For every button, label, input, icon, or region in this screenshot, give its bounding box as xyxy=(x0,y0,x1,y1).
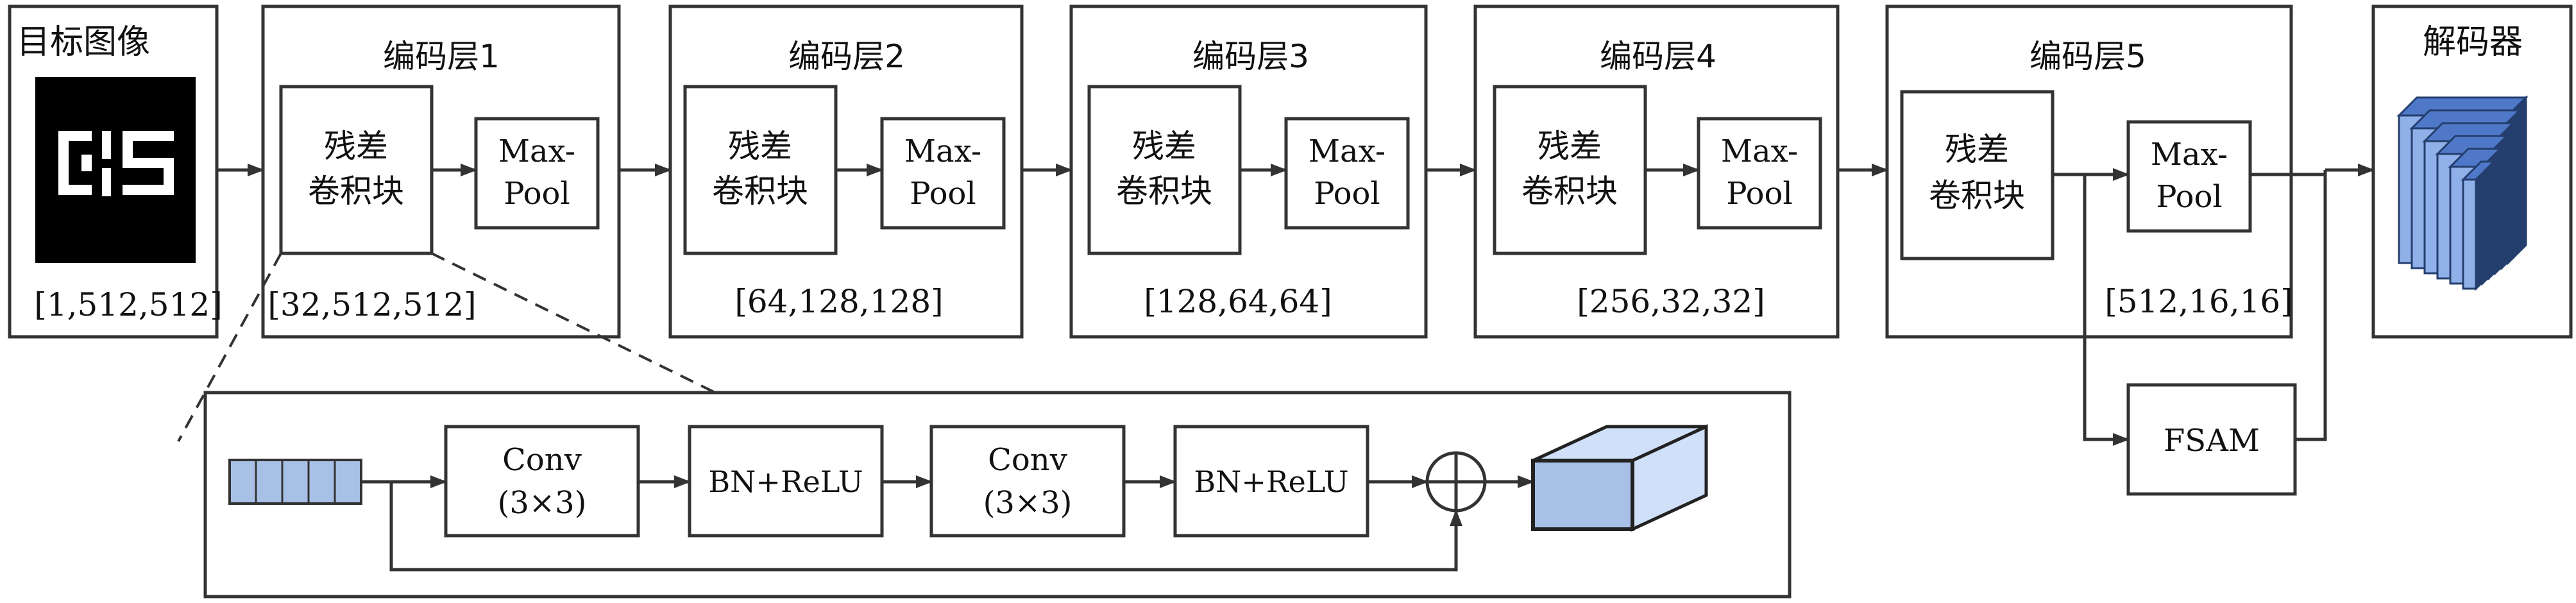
encoder-4-res-block xyxy=(1493,85,1647,255)
conv-2-label: Conv xyxy=(988,442,1067,478)
encoder-2-maxpool xyxy=(880,117,1006,230)
input-panel: 目标图像 [1,512,512] xyxy=(8,4,223,339)
encoder-5-maxpool xyxy=(2126,120,2252,233)
target-image-glyph xyxy=(58,131,174,196)
encoder-4-shape: [256,32,32] xyxy=(1577,283,1765,320)
bn-relu-2-box xyxy=(1173,425,1369,538)
encoder-5-res-label-2: 卷积块 xyxy=(1929,177,2025,214)
encoder-3-maxpool xyxy=(1284,117,1410,230)
input-shape: [1,512,512] xyxy=(34,286,222,323)
encoder-3-title: 编码层3 xyxy=(1192,38,1309,75)
encoder-2-pool-label-2: Pool xyxy=(910,176,976,212)
bn-relu-2-label: BN+ReLU xyxy=(1194,464,1348,499)
decoder-title: 解码器 xyxy=(2423,23,2523,62)
encoder-1-pool-label-1: Max- xyxy=(498,133,575,169)
encoder-4-maxpool xyxy=(1697,117,1822,230)
encoder-5-pool-label-1: Max- xyxy=(2151,137,2228,173)
encoder-4-pool-label-2: Pool xyxy=(1726,176,1793,212)
encoder-4-res-label-1: 残差 xyxy=(1538,128,1602,165)
skip-connection xyxy=(389,482,1462,572)
encoder-3-shape: [128,64,64] xyxy=(1144,283,1332,320)
bn-relu-1-label: BN+ReLU xyxy=(708,464,863,499)
conv-2-kernel: (3×3) xyxy=(983,485,1072,521)
encoder-layer-5: 编码层5 残差 卷积块 Max- Pool [512,16,16] xyxy=(1885,4,2293,339)
conv-1-label: Conv xyxy=(502,442,582,478)
conv-1-box xyxy=(444,425,640,538)
encoder-layer-4: 编码层4 残差 卷积块 Max- Pool [256,32,32] xyxy=(1473,4,1840,339)
encoder-4-pool-label-1: Max- xyxy=(1721,133,1798,169)
conv-1-kernel: (3×3) xyxy=(498,485,587,521)
encoder-5-pool-label-2: Pool xyxy=(2156,179,2223,215)
encoder-1-maxpool xyxy=(474,117,600,230)
target-image xyxy=(35,77,196,263)
encoder-5-res-block xyxy=(1900,90,2055,260)
encoder-1-res-block xyxy=(279,85,434,255)
encoder-5-shape: [512,16,16] xyxy=(2105,283,2292,320)
encoder-1-pool-label-2: Pool xyxy=(504,176,570,212)
encoder-2-res-label-1: 残差 xyxy=(728,128,792,165)
decoder-panel: 解码器 xyxy=(2371,4,2573,339)
encoder-3-res-block xyxy=(1087,85,1242,255)
encoder-3-pool-label-2: Pool xyxy=(1314,176,1380,212)
fsam-output-line xyxy=(2295,170,2327,441)
encoder-layer-3: 编码层3 残差 卷积块 Max- Pool [128,64,64] xyxy=(1069,4,1428,339)
encoder-3-res-label-2: 卷积块 xyxy=(1116,173,1212,210)
output-feature-block xyxy=(1531,424,1708,532)
encoder-3-res-label-1: 残差 xyxy=(1132,128,1196,165)
encoder-2-title: 编码层2 xyxy=(788,38,905,75)
encoder-2-pool-label-1: Max- xyxy=(904,133,981,169)
encoder-1-res-label-1: 残差 xyxy=(324,128,388,165)
encoder-4-title: 编码层4 xyxy=(1600,38,1716,75)
residual-block-detail: Conv (3×3) BN+ReLU Conv (3×3) BN+ReLU xyxy=(203,391,1792,599)
encoder-layer-1: 编码层1 残差 卷积块 Max- Pool [32,512,512] xyxy=(261,4,621,339)
encoder-2-res-label-2: 卷积块 xyxy=(712,173,808,210)
bn-relu-1-box xyxy=(688,425,884,538)
encoder-3-pool-label-1: Max- xyxy=(1309,133,1385,169)
encoder-2-shape: [64,128,128] xyxy=(734,283,943,320)
encoder-1-res-label-2: 卷积块 xyxy=(308,173,404,210)
encoder-2-res-block xyxy=(683,85,838,255)
input-title: 目标图像 xyxy=(17,23,150,62)
arrow-encoder5-to-fsam xyxy=(2083,174,2130,446)
callout-line-left xyxy=(177,253,282,442)
encoder-4-res-label-2: 卷积块 xyxy=(1521,173,1618,210)
callout-line-right xyxy=(431,252,716,394)
residual-add-icon xyxy=(1425,451,1487,513)
input-feature-strip xyxy=(228,459,362,505)
encoder-1-title: 编码层1 xyxy=(383,38,500,75)
encoder-5-res-label-1: 残差 xyxy=(1945,131,2009,168)
decoder-feature-stack xyxy=(2396,95,2529,291)
decoder-slab xyxy=(2461,159,2496,291)
encoder-1-shape: [32,512,512] xyxy=(267,286,476,323)
fsam-label: FSAM xyxy=(2164,423,2260,459)
encoder-layer-2: 编码层2 残差 卷积块 Max- Pool [64,128,128] xyxy=(668,4,1024,339)
conv-2-box xyxy=(929,425,1126,538)
encoder-5-title: 编码层5 xyxy=(2029,38,2146,75)
